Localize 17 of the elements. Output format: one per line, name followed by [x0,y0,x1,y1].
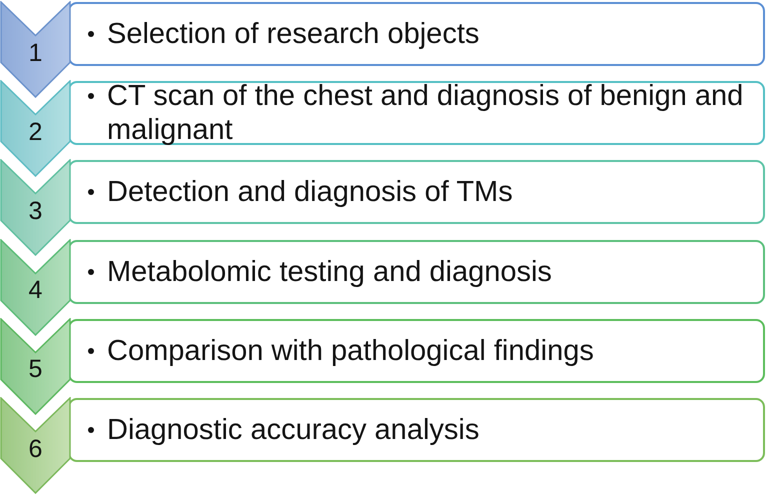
step-number: 2 [28,118,42,146]
step-number: 4 [28,276,42,304]
step-text: Metabolomic testing and diagnosis [107,254,553,289]
step-number: 6 [28,434,42,462]
step-box [68,2,765,66]
step-text: Selection of research objects [107,17,480,51]
step-text: Diagnostic accuracy analysis [107,413,480,447]
step-text: Comparison with pathological findings [107,334,595,368]
step-box [68,240,765,304]
step-text: CT scan of the chest and diagnosis of benign and malignant [107,79,744,148]
step-number: 1 [28,38,42,66]
step-number: 3 [28,196,42,225]
step-box [68,160,765,224]
step-number: 5 [28,355,42,384]
step-box [68,398,765,462]
step-text: Detection and diagnosis of TMs [107,175,514,210]
step-box [68,318,765,383]
